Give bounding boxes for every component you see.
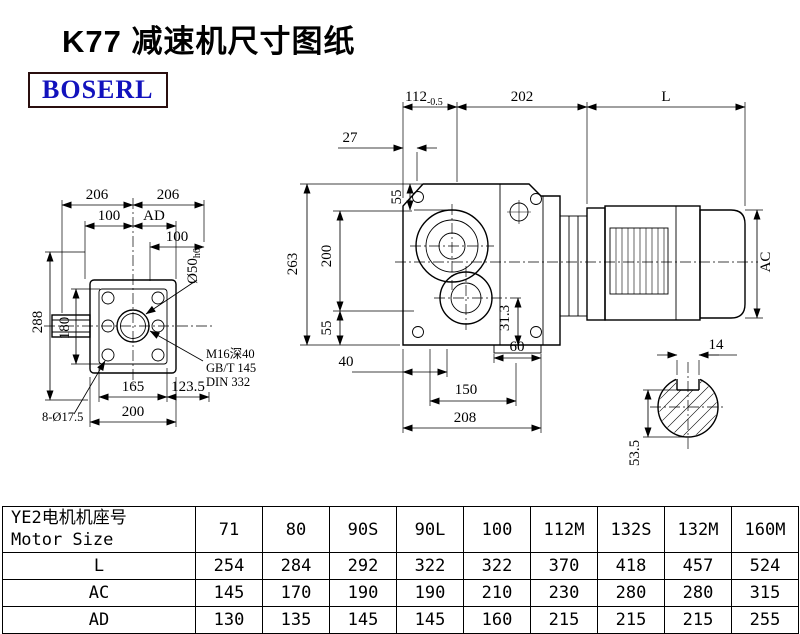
cell: 284: [262, 552, 330, 580]
dim-53-5-label: 53.5: [627, 440, 643, 466]
dim-206-right-label: 206: [157, 187, 180, 203]
cell: 322: [396, 552, 464, 580]
cell: 135: [262, 606, 330, 634]
cell: 370: [530, 552, 598, 580]
cell: 190: [329, 579, 397, 607]
row-label: AD: [2, 606, 196, 634]
cell: 418: [597, 552, 665, 580]
cell: 215: [664, 606, 732, 634]
boserl-logo: BOSERL: [28, 72, 168, 108]
dim-112-value: 112: [405, 89, 427, 105]
note-m16-label: M16深40: [206, 347, 255, 361]
cell: 280: [597, 579, 665, 607]
table-row-L: L 254 284 292 322 322 370 418 457 524: [2, 552, 799, 580]
dim-shaft-diameter-label: Ø50h6: [185, 248, 203, 284]
dim-112-label: 112-0.5: [405, 89, 443, 108]
dim-208-label: 208: [454, 410, 477, 426]
dim-L-label: L: [661, 89, 670, 105]
table-row-AC: AC 145 170 190 190 210 230 280 280 315: [2, 579, 799, 607]
table-header-row: YE2电机机座号 Motor Size 71 80 90S 90L 100 11…: [2, 506, 799, 553]
col-header: 90S: [329, 506, 397, 553]
dim-123-5-label: 123.5: [171, 379, 205, 395]
cell: 210: [463, 579, 531, 607]
cell: 145: [396, 606, 464, 634]
cell: 170: [262, 579, 330, 607]
section-hatch: [659, 378, 717, 436]
gearbox-side-view: [402, 183, 561, 354]
cell: 130: [195, 606, 263, 634]
note-gbt-label: GB/T 145: [206, 361, 256, 375]
shaft-section-view: [650, 362, 726, 452]
dim-180-label: 180: [57, 317, 73, 340]
cell: 322: [463, 552, 531, 580]
col-header: 100: [463, 506, 531, 553]
cell: 145: [329, 606, 397, 634]
cell: 280: [664, 579, 732, 607]
col-header: 132S: [597, 506, 665, 553]
cell: 524: [731, 552, 799, 580]
cell: 254: [195, 552, 263, 580]
dim-40-label: 40: [339, 354, 354, 370]
dim-AC-label: AC: [758, 252, 774, 273]
dim-31-3-label: 31.3: [497, 305, 513, 331]
dim-100-left-label: 100: [98, 208, 121, 224]
dim-d50-value: Ø50: [185, 258, 201, 284]
cell: 190: [396, 579, 464, 607]
dim-27-label: 27: [343, 130, 359, 146]
dim-55-bottom-label: 55: [319, 321, 335, 336]
dim-165-label: 165: [122, 379, 145, 395]
cell: 292: [329, 552, 397, 580]
dim-202-label: 202: [511, 89, 534, 105]
header-label-en: Motor Size: [11, 529, 114, 550]
motor-size-table: YE2电机机座号 Motor Size 71 80 90S 90L 100 11…: [2, 506, 799, 634]
shaft-section-dimensions: 14 53.5: [627, 337, 737, 466]
dim-d50-fit: h6: [192, 248, 203, 258]
gearbox-side-view-dimensions: 112-0.5 202 L 27 55 263 200 55 AC 31.3 6…: [285, 89, 774, 433]
col-header: 132M: [664, 506, 732, 553]
dim-bolt-holes-label: 8-Ø17.5: [42, 410, 83, 424]
row-label: AC: [2, 579, 196, 607]
dim-55-top-label: 55: [389, 190, 405, 205]
motor-side-view: [395, 205, 758, 321]
dim-60-label: 60: [510, 339, 525, 355]
col-header: 90L: [396, 506, 464, 553]
dimension-drawing: 112-0.5 202 L 27 55 263 200 55 AC 31.3 6…: [30, 89, 774, 466]
col-header: 112M: [530, 506, 598, 553]
note-din-label: DIN 332: [206, 375, 250, 389]
col-header: 71: [195, 506, 263, 553]
cell: 160: [463, 606, 531, 634]
cell: 230: [530, 579, 598, 607]
dim-100-small-label: 100: [166, 229, 189, 245]
dim-112-tolerance: -0.5: [427, 97, 443, 108]
dim-200-left-label: 200: [319, 245, 335, 268]
boserl-logo-text: BOSERL: [42, 75, 154, 104]
cell: 315: [731, 579, 799, 607]
table-header-label-cell: YE2电机机座号 Motor Size: [2, 506, 196, 553]
col-header: 80: [262, 506, 330, 553]
dim-AD-label: AD: [143, 208, 165, 224]
dim-14-label: 14: [709, 337, 725, 353]
output-flange-dimensions: 206 206 100 AD 100 Ø50h6 288 180 165 123…: [30, 187, 256, 427]
dim-150-label: 150: [455, 382, 478, 398]
cell: 255: [731, 606, 799, 634]
cell: 145: [195, 579, 263, 607]
table-row-AD: AD 130 135 145 145 160 215 215 215 255: [2, 606, 799, 634]
dim-263-label: 263: [285, 253, 301, 276]
page-title: K77 减速机尺寸图纸: [62, 24, 356, 59]
dim-200-bottom-label: 200: [122, 404, 145, 420]
header-label-cn: YE2电机机座号: [11, 508, 127, 529]
row-label: L: [2, 552, 196, 580]
cell: 457: [664, 552, 732, 580]
col-header: 160M: [731, 506, 799, 553]
dim-288-label: 288: [30, 311, 46, 334]
cell: 215: [530, 606, 598, 634]
cell: 215: [597, 606, 665, 634]
dim-206-left-label: 206: [86, 187, 109, 203]
